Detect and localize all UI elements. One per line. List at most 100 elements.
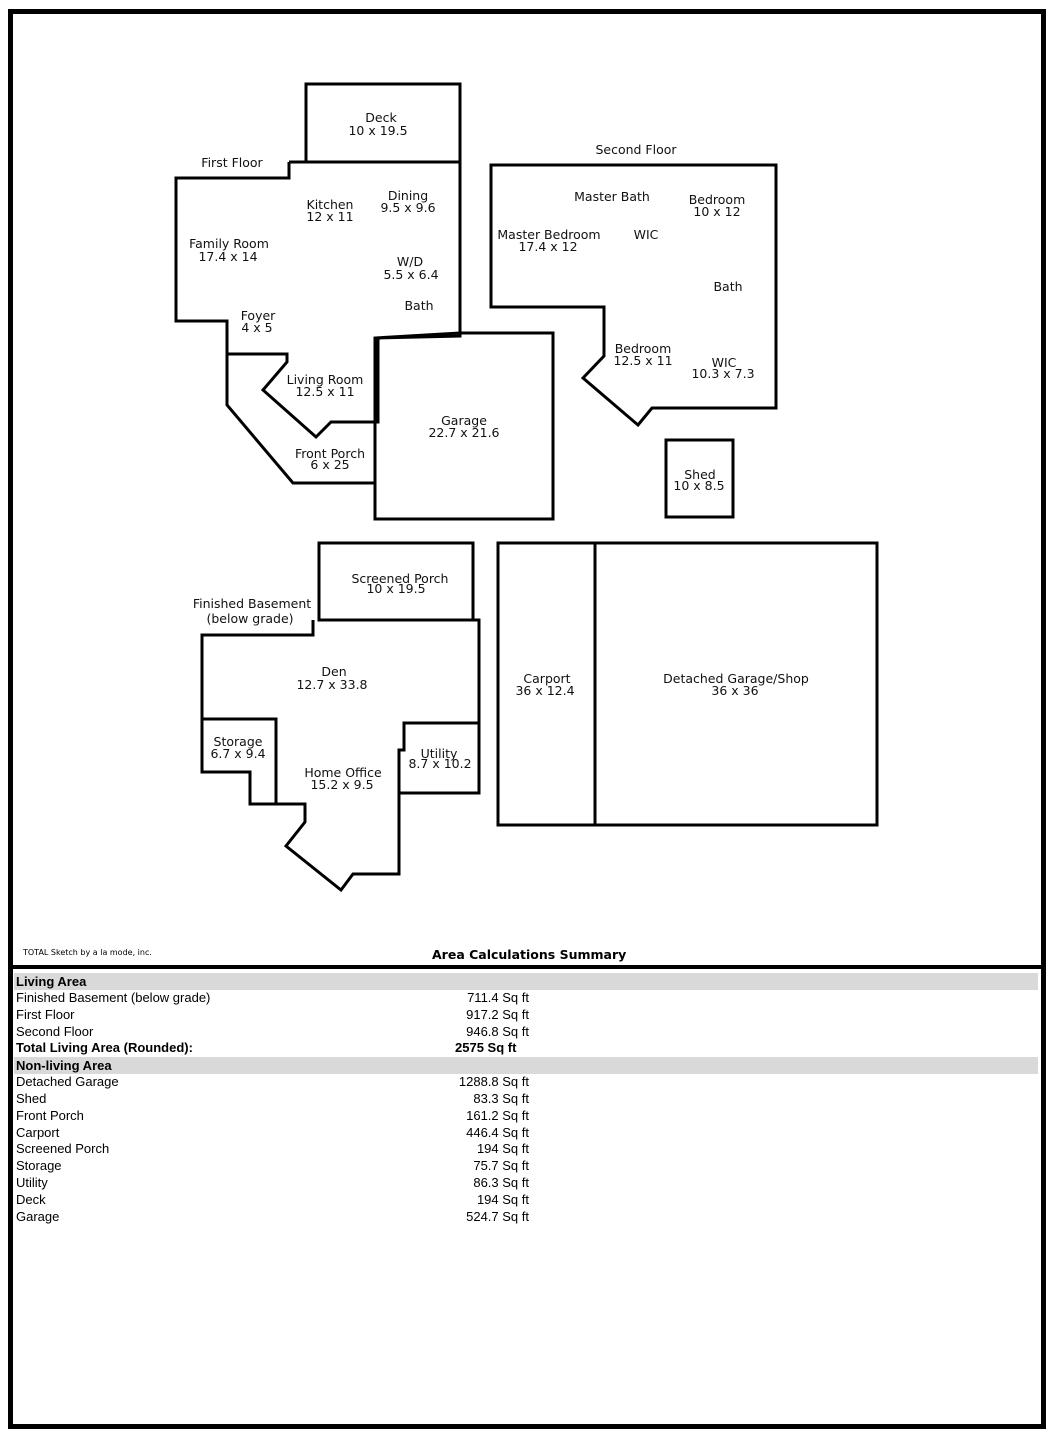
room-dims: 12.5 x 11 xyxy=(295,384,354,399)
room-dims: 10 x 19.5 xyxy=(366,581,425,596)
room-name: Carport xyxy=(523,671,570,686)
summary-row: Storage 75.7 Sq ft xyxy=(14,1158,1038,1175)
room-name: Utility xyxy=(421,746,458,761)
room-dims: 36 x 36 xyxy=(711,683,758,698)
room-name: Dining xyxy=(388,188,428,203)
non-living-area-header: Non-living Area xyxy=(14,1057,1038,1075)
room-dims: 6.7 x 9.4 xyxy=(210,746,265,761)
summary-row-label: Shed xyxy=(16,1090,47,1106)
summary-row: First Floor 917.2 Sq ft xyxy=(14,1007,1038,1024)
room-name: Garage xyxy=(441,413,487,428)
room-name: Bedroom xyxy=(615,341,672,356)
summary-row: Garage 524.7 Sq ft xyxy=(14,1209,1038,1226)
basement-grade-label: (below grade) xyxy=(206,611,293,626)
summary-row: Shed 83.3 Sq ft xyxy=(14,1091,1038,1108)
front-porch-outline xyxy=(225,354,375,485)
room-dims: 8.7 x 10.2 xyxy=(408,756,471,771)
room-dims: 15.2 x 9.5 xyxy=(310,777,373,792)
room-name: Front Porch xyxy=(295,446,365,461)
utility-outline xyxy=(397,721,479,793)
shed-outline xyxy=(664,438,735,519)
summary-row-label: Storage xyxy=(16,1158,62,1174)
basement-label: Finished Basement xyxy=(193,596,311,611)
summary-divider xyxy=(8,965,1046,969)
room-dims: 12.7 x 33.8 xyxy=(296,677,367,692)
room-name: Kitchen xyxy=(307,197,354,212)
room-name: Bath xyxy=(404,298,433,313)
room-dims: 4 x 5 xyxy=(241,320,272,335)
room-name: Storage xyxy=(214,734,263,749)
first-floor-outline xyxy=(174,160,462,440)
room-name: Master Bedroom xyxy=(497,227,600,242)
summary-title: Area Calculations Summary xyxy=(432,947,627,962)
summary-row: Detached Garage 1288.8 Sq ft xyxy=(14,1074,1038,1091)
summary-row-value: 446.4 Sq ft xyxy=(466,1124,529,1140)
summary-row: Front Porch 161.2 Sq ft xyxy=(14,1108,1038,1125)
summary-row: Finished Basement (below grade) 711.4 Sq… xyxy=(14,990,1038,1007)
basement-outline xyxy=(200,618,481,893)
summary-row-label: Utility xyxy=(16,1174,48,1190)
room-name: Screened Porch xyxy=(352,571,449,586)
summary-row-label: Carport xyxy=(16,1124,60,1140)
summary-row-label: Garage xyxy=(16,1208,60,1224)
room-name: Detached Garage/Shop xyxy=(663,671,809,686)
summary-row-value: 946.8 Sq ft xyxy=(466,1023,529,1039)
summary-row-value: 75.7 Sq ft xyxy=(473,1158,529,1174)
second-floor-outline xyxy=(489,163,778,428)
room-dims: 10 x 19.5 xyxy=(348,123,407,138)
room-name: Family Room xyxy=(189,236,269,251)
summary-row: Carport 446.4 Sq ft xyxy=(14,1125,1038,1142)
room-dims: 9.5 x 9.6 xyxy=(380,200,435,215)
total-living-value: 2575 Sq ft xyxy=(455,1040,517,1056)
room-name: WIC xyxy=(634,227,659,242)
summary-row-value: 917.2 Sq ft xyxy=(466,1006,529,1022)
summary-row-value: 711.4 Sq ft xyxy=(467,990,529,1005)
room-name: Bath xyxy=(713,279,742,294)
summary-row: Second Floor 946.8 Sq ft xyxy=(14,1024,1038,1041)
room-dims: 5.5 x 6.4 xyxy=(383,267,438,282)
room-dims: 17.4 x 12 xyxy=(518,239,577,254)
summary-row-value: 161.2 Sq ft xyxy=(466,1107,529,1123)
summary-row-label: Finished Basement (below grade) xyxy=(16,990,211,1005)
room-name: Den xyxy=(321,664,346,679)
room-name: Master Bath xyxy=(574,189,650,204)
room-dims: 12.5 x 11 xyxy=(613,353,672,368)
summary-row-label: Front Porch xyxy=(16,1107,84,1123)
summary-row-value: 524.7 Sq ft xyxy=(466,1208,529,1224)
room-dims: 12 x 11 xyxy=(306,209,353,224)
detached-garage-outline xyxy=(593,541,879,827)
room-dims: 10 x 8.5 xyxy=(673,478,724,493)
summary-row-label: Deck xyxy=(16,1191,46,1207)
room-dims: 6 x 25 xyxy=(310,457,349,472)
summary-row-label: First Floor xyxy=(16,1006,75,1022)
summary-row-value: 194 Sq ft xyxy=(476,1191,529,1207)
summary-row: Screened Porch 194 Sq ft xyxy=(14,1141,1038,1158)
room-dims: 36 x 12.4 xyxy=(515,683,574,698)
summary-row-value: 86.3 Sq ft xyxy=(473,1174,529,1190)
room-dims: 22.7 x 21.6 xyxy=(428,425,499,440)
room-name: Shed xyxy=(684,467,715,482)
room-name: Living Room xyxy=(287,372,364,387)
summary-row-value: 1288.8 Sq ft xyxy=(458,1074,529,1090)
summary-row-value: 83.3 Sq ft xyxy=(473,1090,529,1106)
room-dims: 17.4 x 14 xyxy=(198,249,257,264)
room-name: Foyer xyxy=(241,308,276,323)
first-floor-label: First Floor xyxy=(201,155,263,170)
room-name: Deck xyxy=(365,110,397,125)
summary-row-value: 194 Sq ft xyxy=(476,1141,529,1157)
deck-outline xyxy=(304,82,462,164)
room-dims: 10.3 x 7.3 xyxy=(691,366,754,381)
software-credit: TOTAL Sketch by a la mode, inc. xyxy=(23,948,152,957)
area-summary: Living Area Finished Basement (below gra… xyxy=(14,973,1038,1225)
room-name: Bedroom xyxy=(689,192,746,207)
room-name: Home Office xyxy=(304,765,382,780)
summary-row: Deck 194 Sq ft xyxy=(14,1192,1038,1209)
page-frame xyxy=(8,9,1046,1429)
second-floor-label: Second Floor xyxy=(595,142,677,157)
total-living-row: Total Living Area (Rounded): 2575 Sq ft xyxy=(14,1040,1038,1057)
living-area-header: Living Area xyxy=(14,973,1038,990)
room-name: WIC xyxy=(712,355,737,370)
room-dims: 10 x 12 xyxy=(693,204,740,219)
summary-row: Utility 86.3 Sq ft xyxy=(14,1175,1038,1192)
